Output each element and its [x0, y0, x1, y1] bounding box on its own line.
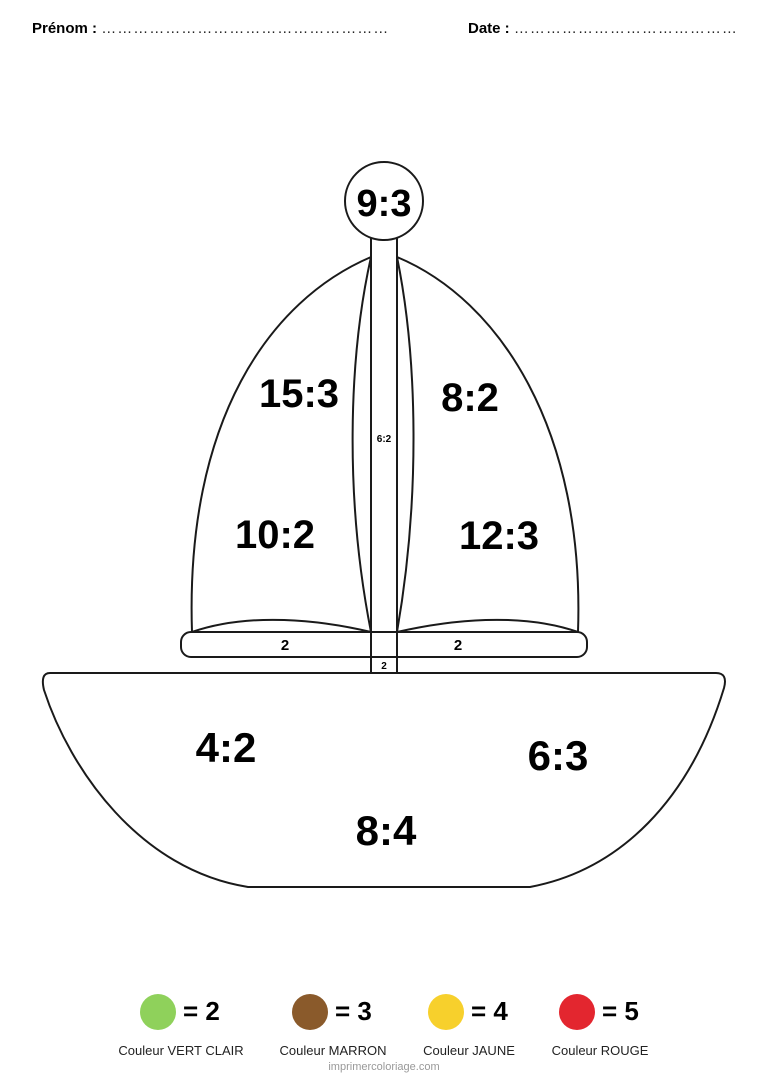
boom-right-operation: 2 — [454, 637, 462, 654]
legend-item-green: = 2 Couleur VERT CLAIR — [118, 990, 300, 1060]
boom-left-operation: 2 — [281, 637, 289, 654]
hull[interactable] — [41, 672, 726, 888]
sail-right-bottom-operation: 12:3 — [459, 514, 539, 558]
red-swatch-icon — [559, 994, 595, 1030]
date-field[interactable]: Date : …………………………………… — [468, 20, 738, 37]
mast-top-circle[interactable] — [344, 161, 424, 241]
green-swatch-icon — [140, 994, 176, 1030]
legend-value: = 3 — [335, 996, 372, 1026]
sail-left[interactable] — [190, 256, 372, 633]
mast-base-operation: 2 — [381, 661, 387, 672]
legend-value: = 5 — [602, 996, 639, 1026]
hull-left-operation: 4:2 — [196, 724, 257, 771]
top-circle-operation: 9:3 — [357, 183, 412, 225]
name-field[interactable]: Prénom : ……………………………………………… — [32, 20, 389, 37]
legend-label: Couleur ROUGE — [551, 1043, 649, 1058]
legend-item-red: = 5 Couleur ROUGE — [552, 990, 719, 1060]
legend-label: Couleur JAUNE — [423, 1043, 515, 1058]
boom[interactable] — [180, 631, 588, 658]
name-dots: ……………………………………………… — [101, 20, 390, 37]
color-legend: = 2 Couleur VERT CLAIR = 3 Couleur MARRO… — [0, 990, 768, 1065]
brown-swatch-icon — [292, 994, 328, 1030]
footer-credit: imprimercoloriage.com — [328, 1061, 440, 1073]
hull-center-operation: 8:4 — [356, 807, 417, 854]
legend-item-yellow: = 4 Couleur JAUNE — [423, 990, 588, 1060]
yellow-swatch-icon — [428, 994, 464, 1030]
legend-value: = 2 — [183, 996, 220, 1026]
sail-right[interactable] — [396, 256, 580, 633]
sail-left-bottom-operation: 10:2 — [235, 513, 315, 557]
legend-value: = 4 — [471, 996, 508, 1026]
legend-label: Couleur MARRON — [279, 1043, 387, 1058]
sail-left-top-operation: 15:3 — [259, 372, 339, 416]
legend-item-brown: = 3 Couleur MARRON — [280, 990, 452, 1060]
name-label: Prénom : — [32, 20, 98, 37]
date-dots: …………………………………… — [513, 20, 738, 37]
date-label: Date : — [468, 20, 510, 37]
hull-right-operation: 6:3 — [528, 732, 589, 779]
mast-operation: 6:2 — [377, 434, 392, 445]
sail-right-top-operation: 8:2 — [441, 376, 499, 420]
legend-label: Couleur VERT CLAIR — [118, 1043, 244, 1058]
worksheet-header: Prénom : ……………………………………………… Date : ……………… — [32, 20, 738, 42]
mast[interactable] — [370, 236, 398, 633]
